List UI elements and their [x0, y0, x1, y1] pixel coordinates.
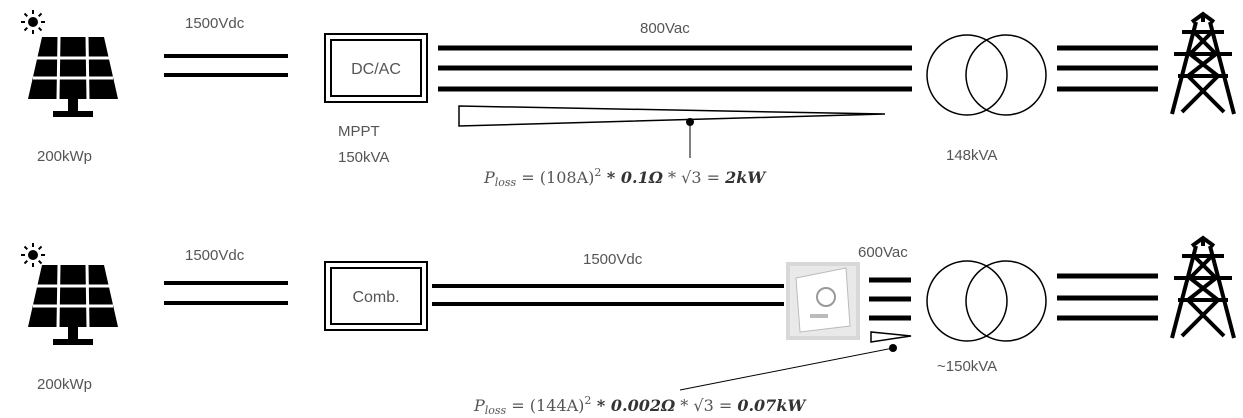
converter-label: DC/AC: [351, 61, 401, 78]
pointer-dot: [889, 344, 897, 352]
line-voltage-label: 1500Vdc: [583, 251, 643, 268]
bottom-row: 200kWp 1500Vdc Comb. 1500Vdc 600Vac: [20, 236, 1236, 417]
transmission-tower-icon: [1170, 12, 1236, 116]
transmission-tower-icon: [1170, 236, 1236, 340]
sun-icon: [20, 242, 46, 268]
combiner-label: Comb.: [352, 289, 399, 306]
converter-rating-label: 150kVA: [338, 149, 389, 166]
panel-rating-label: 200kWp: [37, 148, 92, 165]
panel-rating-label: 200kWp: [37, 376, 92, 393]
grid-cable: [1057, 273, 1158, 321]
pointer-dot: [686, 118, 694, 126]
inverter-photo: [786, 262, 860, 340]
dc-cable: [164, 281, 288, 305]
voltage-drop-wedge: [870, 331, 912, 343]
transformer-rating-label: ~150kVA: [937, 358, 997, 375]
ac-cable: [869, 277, 911, 321]
solar-panel-icon: [26, 263, 120, 347]
dc-line-cable: [432, 284, 784, 306]
dc-cable: [164, 54, 288, 77]
top-row: 200kWp 1500Vdc DC/AC MPPT 150kVA 800Vac …: [20, 9, 1236, 189]
power-loss-formula: Ploss = (144A)2 * 0.002Ω * √3 = 0.07kW: [473, 394, 807, 417]
dc-voltage-label: 1500Vdc: [185, 15, 245, 32]
ac-voltage-label: 600Vac: [858, 244, 908, 261]
dc-ac-converter-box: DC/AC: [324, 33, 428, 103]
grid-cable: [1057, 45, 1158, 92]
mppt-label: MPPT: [338, 123, 380, 140]
transformer-icon: [926, 34, 1047, 116]
transformer-rating-label: 148kVA: [946, 147, 997, 164]
ac-voltage-label: 800Vac: [640, 20, 690, 37]
solar-panel-icon: [26, 35, 120, 119]
ac-cable: [438, 45, 912, 92]
transformer-icon: [926, 260, 1047, 342]
dc-voltage-label: 1500Vdc: [185, 247, 245, 264]
voltage-drop-wedge: [458, 105, 886, 127]
combiner-box: Comb.: [324, 261, 428, 331]
power-loss-formula: Ploss = (108A)2 * 0.1Ω * √3 = 2kW: [483, 166, 767, 189]
sun-icon: [20, 9, 46, 35]
formula-pointer: [679, 347, 894, 391]
